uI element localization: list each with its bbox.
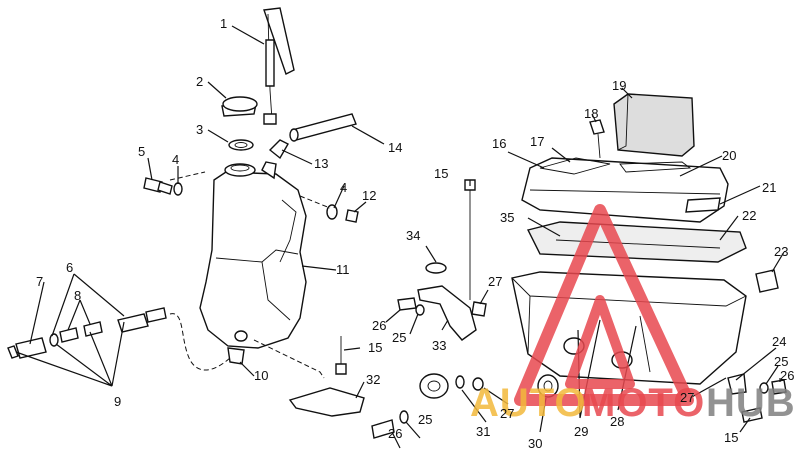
label-part-23: 23	[774, 244, 788, 259]
filter-plate	[526, 221, 747, 263]
valve-assembly	[419, 373, 484, 399]
airbox-lid	[521, 157, 729, 223]
label-part-30: 30	[528, 436, 542, 451]
airbox-base	[511, 271, 747, 385]
label-part-35: 35	[500, 210, 514, 225]
fuel-petcock	[227, 347, 245, 365]
fitting-27-left	[471, 301, 487, 317]
label-part-15-right: 15	[724, 430, 738, 445]
bolt-left	[143, 177, 183, 196]
cap-gasket	[228, 139, 254, 151]
watermark-text: AUTO MOTO HUB	[470, 381, 796, 425]
label-part-18: 18	[584, 106, 598, 121]
label-part-24: 24	[772, 334, 786, 349]
label-part-27-left: 27	[488, 274, 502, 289]
label-part-4-left: 4	[172, 152, 179, 167]
label-part-15-top: 15	[434, 166, 448, 181]
fuel-cap	[221, 96, 258, 117]
upper-bracket	[417, 285, 477, 341]
label-part-6: 6	[66, 260, 73, 275]
watermark-moto: MOTO	[582, 381, 705, 425]
label-part-17: 17	[530, 134, 544, 149]
label-part-7: 7	[36, 274, 43, 289]
screw-upper	[397, 297, 425, 316]
label-part-20: 20	[722, 148, 736, 163]
lower-bracket	[288, 387, 365, 417]
label-part-8: 8	[74, 288, 81, 303]
part-labels: 1 2 3 5 4 4 12 13 14 11 7 6 8 9 10 15 32…	[36, 16, 794, 451]
label-part-5: 5	[138, 144, 145, 159]
vent-hose	[289, 113, 357, 142]
label-part-27-right: 27	[680, 390, 694, 405]
label-part-31: 31	[476, 424, 490, 439]
label-part-13: 13	[314, 156, 328, 171]
fuel-line-assembly	[7, 307, 239, 371]
screw-lower	[371, 410, 409, 439]
side-grommet	[755, 269, 779, 293]
label-part-9: 9	[114, 394, 121, 409]
hose-fitting	[268, 139, 289, 160]
fuel-gauge	[263, 7, 295, 125]
label-part-16: 16	[492, 136, 506, 151]
label-part-4-right: 4	[340, 180, 347, 195]
label-part-25-lower: 25	[418, 412, 432, 427]
air-filter	[613, 93, 695, 157]
label-part-22: 22	[742, 208, 756, 223]
label-part-2: 2	[196, 74, 203, 89]
label-part-26-lower: 26	[388, 426, 402, 441]
label-part-28: 28	[610, 414, 624, 429]
label-part-10: 10	[254, 368, 268, 383]
label-part-29: 29	[574, 424, 588, 439]
label-part-33: 33	[432, 338, 446, 353]
watermark-logo	[514, 204, 694, 406]
lid-screw	[589, 119, 605, 159]
label-part-3: 3	[196, 122, 203, 137]
label-part-25-upper: 25	[392, 330, 406, 345]
grommet	[425, 262, 447, 274]
label-part-27-bottom: 27	[500, 406, 514, 421]
label-part-25-right: 25	[774, 354, 788, 369]
label-part-26-upper: 26	[372, 318, 386, 333]
washer-nut-right	[326, 204, 359, 223]
label-part-32: 32	[366, 372, 380, 387]
label-part-21: 21	[762, 180, 776, 195]
label-part-26-right: 26	[780, 368, 794, 383]
watermark-auto: AUTO	[470, 381, 587, 425]
label-part-1: 1	[220, 16, 227, 31]
label-part-15-lower: 15	[368, 340, 382, 355]
bolt-15-top	[464, 179, 476, 300]
fuel-tank	[199, 161, 307, 349]
label-part-34: 34	[406, 228, 420, 243]
label-part-12: 12	[362, 188, 376, 203]
watermark-hub: HUB	[706, 381, 796, 425]
label-part-11: 11	[336, 262, 350, 277]
label-part-19: 19	[612, 78, 626, 93]
clip-24	[727, 373, 747, 395]
bolt-15-right	[741, 407, 763, 423]
bracket-bolt	[335, 336, 347, 375]
label-part-14: 14	[388, 140, 402, 155]
